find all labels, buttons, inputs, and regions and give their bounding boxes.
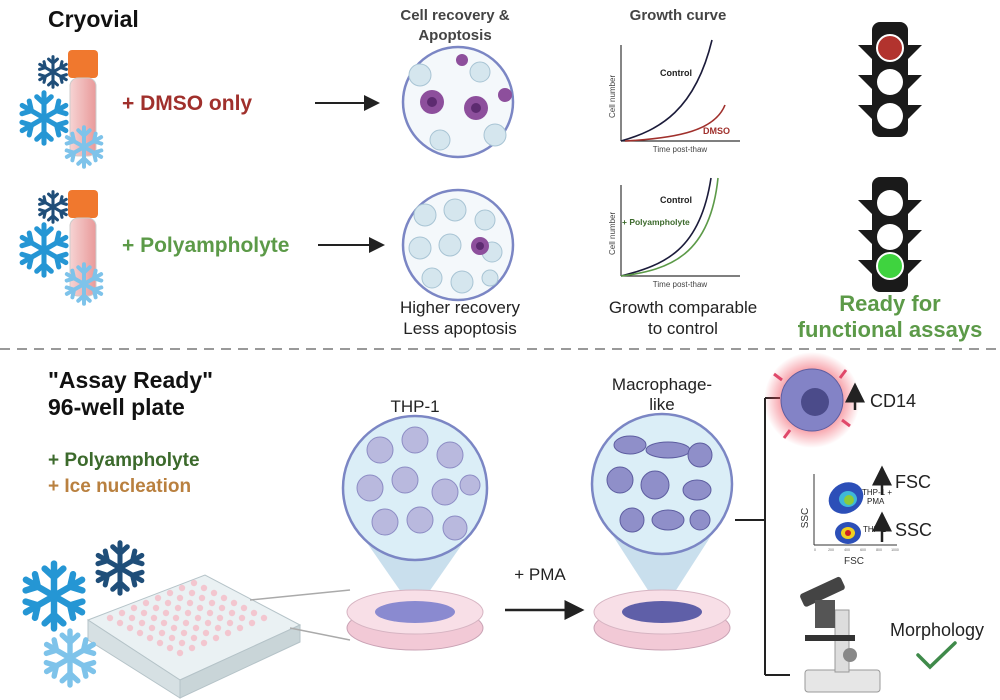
- y-axis-label: Cell number: [608, 212, 617, 255]
- legend-dmso: DMSO: [703, 126, 730, 136]
- snowflake-icon: [19, 93, 70, 143]
- cryovial-title: Cryovial: [48, 6, 139, 32]
- petri-dish-macrophage: [593, 589, 731, 651]
- dmso-label: + DMSO only: [122, 92, 252, 115]
- cell-recovery-dmso: [401, 45, 515, 159]
- legend-control: Control: [660, 195, 692, 205]
- vial-cap: [68, 50, 98, 78]
- x-tick: 400: [844, 548, 850, 552]
- recovery-text-line2: Less apoptosis: [403, 319, 516, 338]
- legend-control: Control: [660, 68, 692, 78]
- cell-recovery-polyampholyte: [401, 188, 515, 302]
- growth-text-line2: to control: [648, 319, 718, 338]
- pma-label: + PMA: [514, 565, 566, 584]
- snowflake-icon: [38, 57, 69, 88]
- microscope-icon: [800, 576, 881, 693]
- flow-x-label: FSC: [844, 556, 864, 567]
- macrophage-label-line2: like: [649, 395, 675, 414]
- ssc-label: SSC: [895, 520, 932, 540]
- macrophage-label-line1: Macrophage-: [612, 375, 712, 394]
- growth-text-line1: Growth comparable: [609, 298, 757, 317]
- growth-header: Growth curve: [630, 7, 727, 24]
- recovery-header-line1: Cell recovery &: [400, 7, 509, 24]
- x-axis-label: Time post-thaw: [653, 280, 708, 289]
- fsc-label: FSC: [895, 472, 931, 492]
- check-icon: [916, 641, 957, 670]
- snowflake-icon: [38, 192, 69, 223]
- snowflake-icon: [95, 543, 146, 593]
- thp1-magnified-view: [341, 414, 489, 612]
- legend-polyampholyte: + Polyampholyte: [622, 217, 690, 227]
- thp1-label: THP-1: [390, 397, 439, 416]
- cryovial-polyampholyte: [19, 190, 104, 304]
- snowflake-icon: [21, 564, 86, 629]
- cd14-macrophage-icon: [764, 352, 860, 448]
- additive-ice-nucleation: + Ice nucleation: [48, 476, 191, 497]
- recovery-header-line2: Apoptosis: [418, 27, 491, 44]
- cd14-label: CD14: [870, 391, 916, 411]
- additive-polyampholyte: + Polyampholyte: [48, 450, 200, 471]
- flow-y-label: SSC: [800, 508, 811, 529]
- x-tick: 600: [860, 548, 866, 552]
- control-curve: [620, 177, 712, 277]
- polyampholyte-curve: [620, 177, 719, 277]
- outcome-bracket: [735, 397, 790, 676]
- ready-text-line2: functional assays: [798, 317, 983, 342]
- cryovial-dmso: [19, 50, 104, 167]
- y-axis-label: Cell number: [608, 75, 617, 118]
- growth-chart-dmso: Control DMSO Cell number Time post-thaw: [608, 39, 740, 154]
- plate-title-line2: 96-well plate: [48, 394, 185, 420]
- ready-text-line1: Ready for: [839, 291, 941, 316]
- x-tick: 0: [814, 548, 816, 552]
- x-tick: 1000: [891, 548, 899, 552]
- control-curve: [620, 39, 713, 142]
- recovery-text-line1: Higher recovery: [400, 298, 520, 317]
- x-axis-label: Time post-thaw: [653, 145, 708, 154]
- flow-cytometry-plot: THP-1 + PMA THP-1 FSC SSC 0 200 400 600 …: [800, 474, 899, 567]
- traffic-light-green: [858, 177, 922, 292]
- traffic-light-red: [858, 22, 922, 137]
- polyampholyte-label: + Polyampholyte: [122, 234, 289, 257]
- x-tick: 200: [828, 548, 834, 552]
- petri-dish-thp1: [346, 589, 484, 651]
- macrophage-magnified-view: [590, 412, 734, 612]
- pop-thp1-pma-label-line1: THP-1 +: [862, 488, 892, 497]
- plate-title-line1: "Assay Ready": [48, 367, 213, 393]
- pop-thp1-pma-label-line2: PMA: [867, 497, 885, 506]
- morphology-label: Morphology: [890, 620, 984, 640]
- well-plate-96: [21, 543, 351, 699]
- snowflake-icon: [19, 225, 70, 275]
- dmso-curve: [624, 104, 726, 142]
- x-tick: 800: [876, 548, 882, 552]
- growth-chart-polyampholyte: Control + Polyampholyte Cell number Time…: [608, 177, 740, 289]
